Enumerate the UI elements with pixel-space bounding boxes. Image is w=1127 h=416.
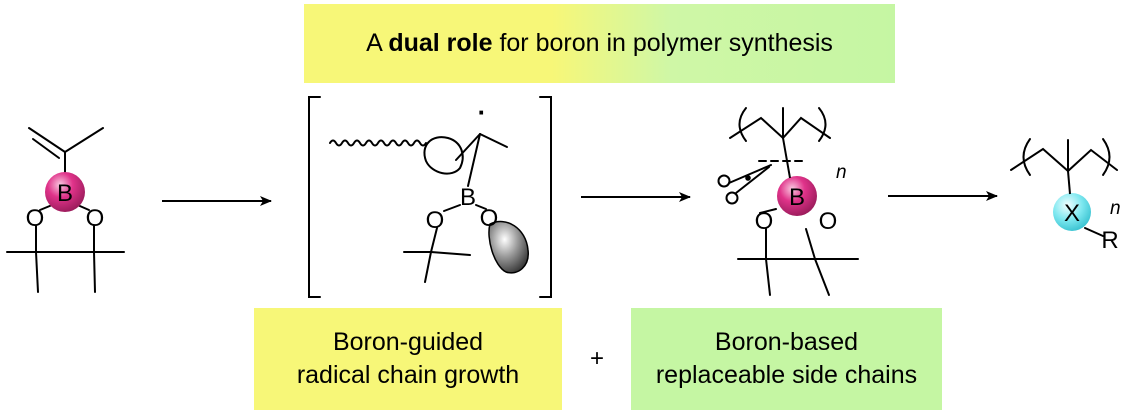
radical-dot: · [478, 97, 487, 127]
atom-oxygen: O [86, 205, 105, 232]
box-line: Boron-guided [332, 328, 484, 356]
title-text: A dual role for boron in polymer synthes… [304, 4, 895, 83]
heteroatom-sphere [1053, 193, 1091, 231]
boron-sphere [777, 176, 817, 216]
radical-growth-box: Boron-guided radical chain growth [254, 308, 562, 410]
atom-oxygen: O [480, 205, 499, 232]
title-suffix: for boron in polymer synthesis [492, 29, 833, 57]
side-chain-box: Boron-based replaceable side chains [631, 308, 942, 410]
atom-substituent: R [1101, 227, 1118, 254]
monomer-structure [6, 127, 125, 293]
scissors-icon [717, 164, 772, 205]
atom-boron: B [57, 180, 73, 207]
pendant-bond [1067, 170, 1071, 195]
radical-intermediate [308, 96, 552, 298]
atom-oxygen: O [26, 205, 45, 232]
title-prefix: A [366, 29, 389, 57]
atom-oxygen: O [426, 207, 445, 234]
atom-boron: B [460, 184, 476, 211]
box-line: Boron-based [714, 328, 859, 356]
repeat-subscript: n [1110, 198, 1121, 219]
box-line: replaceable side chains [655, 361, 918, 389]
lone-pair-lobe [488, 220, 529, 274]
plus-sign: + [589, 345, 604, 372]
title-bold: dual role [388, 29, 493, 57]
repeat-subscript: n [836, 162, 847, 183]
atom-boron: B [789, 184, 805, 211]
pendant-bond [782, 137, 791, 179]
atom-oxygen: O [755, 208, 774, 235]
title-banner: A dual role for boron in polymer synthes… [304, 4, 895, 83]
atom-heteroatom: X [1064, 200, 1080, 227]
boron-sphere [45, 172, 85, 212]
atom-oxygen: O [819, 208, 838, 235]
box-line: radical chain growth [296, 361, 520, 389]
